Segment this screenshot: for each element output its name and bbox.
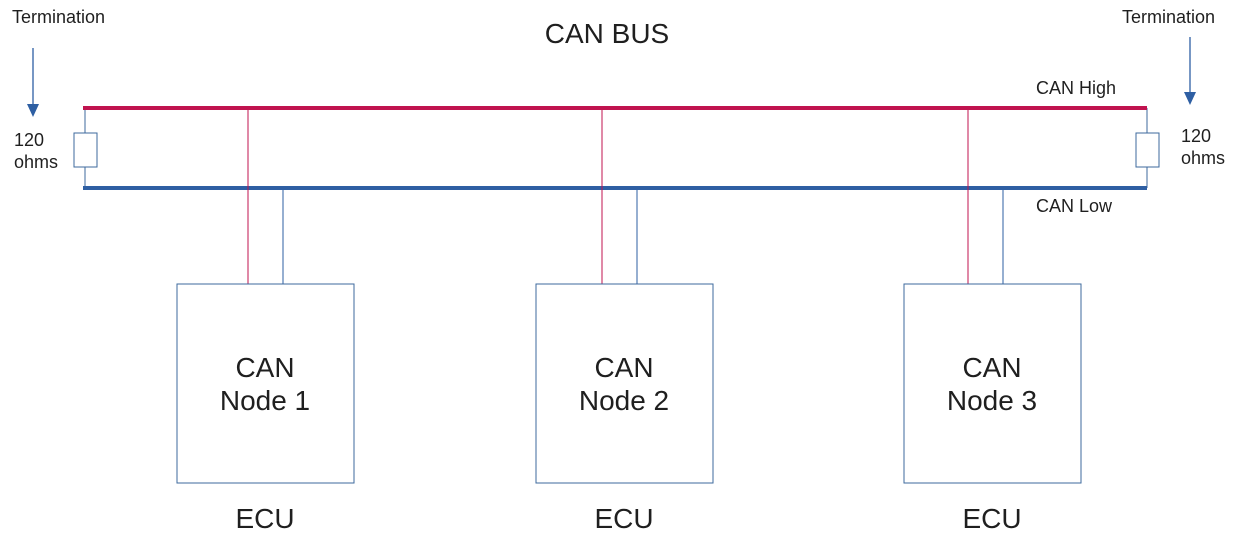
node-1-label-line2: Node 1	[220, 385, 310, 416]
termination-label-right: Termination	[1122, 7, 1215, 27]
node-2-label-line1: CAN	[594, 352, 653, 383]
can-node-3: CAN Node 3 ECU	[903, 108, 1082, 534]
node-3-label-line1: CAN	[962, 352, 1021, 383]
node-3-label-line2: Node 3	[947, 385, 1037, 416]
node-3-box	[903, 283, 1082, 484]
resistor-unit-right: ohms	[1181, 148, 1225, 168]
node-2-box	[535, 283, 714, 484]
node-3-caption: ECU	[962, 503, 1021, 534]
node-2-label-line2: Node 2	[579, 385, 669, 416]
resistor-value-left: 120	[14, 130, 44, 150]
node-1-caption: ECU	[235, 503, 294, 534]
can-node-2: CAN Node 2 ECU	[535, 108, 714, 534]
termination-arrow-right	[1184, 37, 1196, 105]
termination-arrow-left	[27, 48, 39, 117]
can-high-label: CAN High	[1036, 78, 1116, 98]
node-1-box	[176, 283, 355, 484]
resistor-unit-left: ohms	[14, 152, 58, 172]
node-2-caption: ECU	[594, 503, 653, 534]
node-1-label-line1: CAN	[235, 352, 294, 383]
termination-resistor-left	[73, 108, 98, 188]
termination-resistor-right	[1135, 108, 1160, 188]
can-node-1: CAN Node 1 ECU	[176, 108, 355, 534]
can-low-label: CAN Low	[1036, 196, 1113, 216]
diagram-title: CAN BUS	[545, 18, 669, 49]
resistor-value-right: 120	[1181, 126, 1211, 146]
termination-label-left: Termination	[12, 7, 105, 27]
